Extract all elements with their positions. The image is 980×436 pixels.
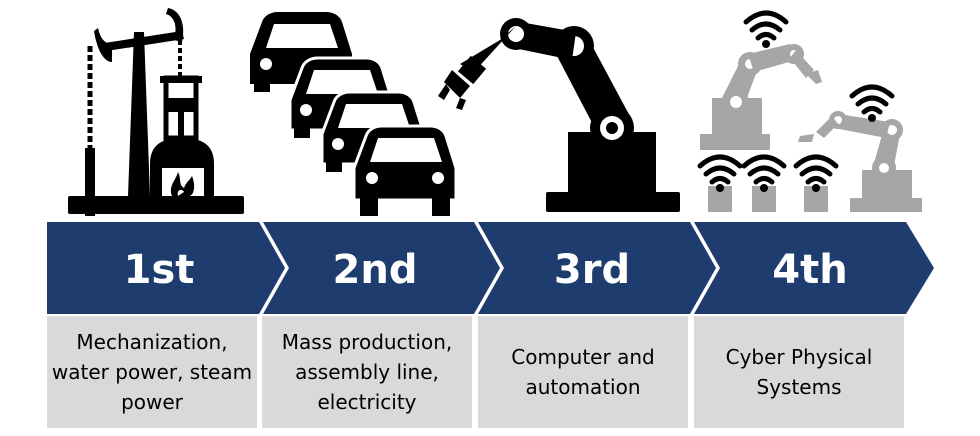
stage-description-box: Mechanization, water power, steam power [47, 316, 257, 428]
stage-description: Mass production, assembly line, electric… [281, 330, 453, 414]
grey-robot-arm-icon [700, 44, 822, 150]
assembly-line-cars-icon [250, 12, 458, 216]
grey-robot-arm-icon [798, 111, 922, 212]
connected-robots-wifi-icon [697, 10, 922, 212]
stage-description-box: Computer and automation [478, 316, 688, 428]
stage-label: 1st [124, 247, 195, 293]
stage-label: 4th [772, 247, 847, 293]
wifi-icon [697, 154, 743, 185]
stage-description-box: Mass production, assembly line, electric… [262, 316, 472, 428]
wifi-icon [793, 154, 839, 185]
chevron-stage-2 [263, 222, 500, 314]
chevron-stage-4 [694, 222, 934, 314]
chevron-stage-3 [478, 222, 716, 314]
timeline-arrow: 1st 2nd 3rd 4th [47, 222, 934, 314]
chevron-stage-1 [47, 222, 285, 314]
stage-description: Computer and automation [511, 345, 655, 399]
car-icon [352, 124, 458, 216]
wifi-icon [849, 84, 895, 115]
wifi-icon [741, 154, 787, 185]
steam-engine-icon [68, 8, 244, 216]
stage-label: 2nd [333, 247, 418, 293]
stage-label: 3rd [554, 247, 630, 293]
industrial-robot-arm-icon [438, 18, 680, 212]
stage-description: Cyber Physical Systems [725, 345, 873, 399]
stage-description: Mechanization, water power, steam power [51, 330, 253, 414]
wifi-icon [743, 10, 789, 41]
stage-description-box: Cyber Physical Systems [694, 316, 904, 428]
